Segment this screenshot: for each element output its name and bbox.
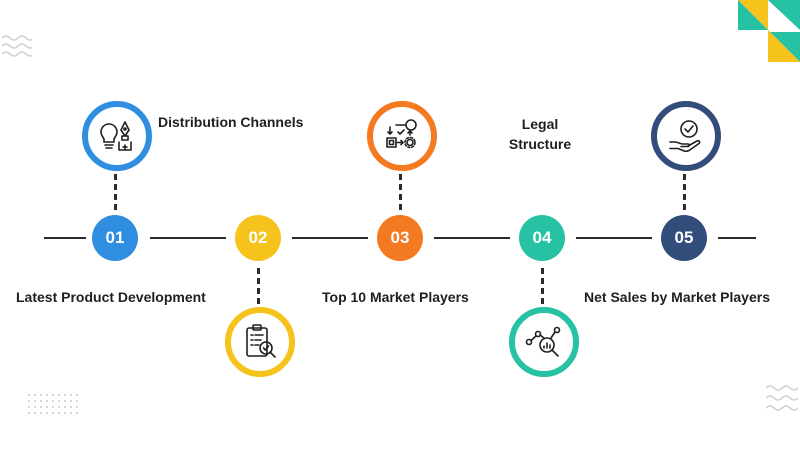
- step-label-01: Latest Product Development: [16, 289, 206, 305]
- wave-lines-decoration: [766, 385, 798, 411]
- step-number-03: 03: [377, 215, 423, 261]
- timeline-line: [150, 237, 226, 239]
- connector-dashed: [541, 268, 544, 304]
- step-label-04-line1: Legal: [521, 116, 559, 132]
- step-number-text: 05: [674, 228, 694, 247]
- lightbulb-pen-icon: [100, 121, 132, 151]
- corner-triangles-decoration: [738, 0, 800, 62]
- step-number-05: 05: [661, 215, 707, 261]
- step-number-02: 02: [235, 215, 281, 261]
- timeline-line: [44, 237, 86, 239]
- step-number-text: 01: [105, 228, 125, 247]
- connector-dashed: [683, 174, 686, 210]
- step-icon-ring-01: [82, 101, 152, 171]
- step-icon-ring-02: [225, 307, 295, 377]
- dot-grid-decoration: [27, 393, 79, 415]
- connector-dashed: [257, 268, 260, 304]
- step-icon-ring-04: [509, 307, 579, 377]
- step-label-02: Distribution Channels: [158, 114, 304, 130]
- connector-dashed: [399, 174, 402, 210]
- step-number-text: 04: [532, 228, 552, 247]
- step-number-04: 04: [519, 215, 565, 261]
- timeline-line: [576, 237, 652, 239]
- wave-lines-decoration: [2, 35, 32, 57]
- step-icon-ring-05: [651, 101, 721, 171]
- clipboard-search-icon: [246, 324, 276, 358]
- step-label-03: Top 10 Market Players: [322, 289, 469, 305]
- step-number-text: 03: [390, 228, 410, 247]
- step-number-text: 02: [248, 228, 268, 247]
- step-label-05: Net Sales by Market Players: [584, 289, 770, 305]
- step-icon-ring-03: [367, 101, 437, 171]
- timeline-line: [292, 237, 368, 239]
- connector-dashed: [114, 174, 117, 210]
- step-label-04-line2: Structure: [508, 136, 572, 152]
- step-label-04: Legal Structure: [500, 114, 580, 154]
- step-number-01: 01: [92, 215, 138, 261]
- timeline-line: [434, 237, 510, 239]
- analytics-search-icon: [525, 326, 561, 357]
- process-flow-icon: [386, 119, 417, 149]
- hand-check-icon: [669, 120, 701, 153]
- timeline-line: [718, 237, 756, 239]
